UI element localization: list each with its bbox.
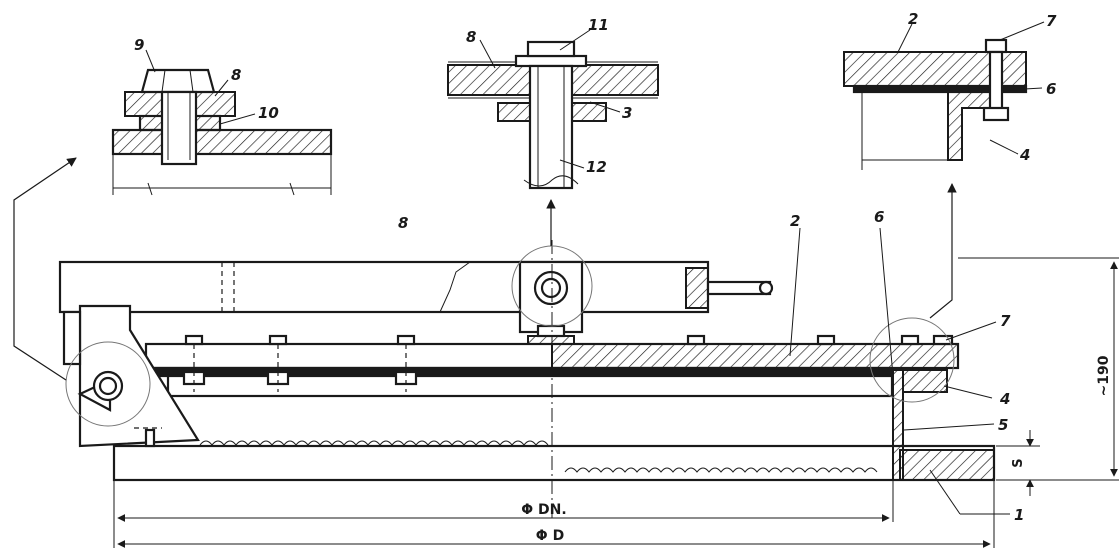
label-part-7-main: 7 [1000, 312, 1011, 330]
dimension-thickness: S [1011, 458, 1026, 467]
label-part-8-detail-mid: 8 [466, 28, 476, 46]
callout-circle-left [65, 341, 151, 427]
label-part-1: 1 [1014, 506, 1024, 524]
label-part-8-main: 8 [398, 214, 408, 232]
dimension-lines [113, 257, 1119, 548]
callout-circle-right [869, 317, 955, 403]
label-part-3: 3 [622, 104, 632, 122]
arrow-to-flange-detail [929, 183, 957, 319]
label-part-6-main: 6 [874, 208, 884, 226]
label-part-4-main: 4 [999, 390, 1010, 408]
dimension-outer-diameter: Φ D [536, 528, 564, 544]
label-part-7-detail: 7 [1046, 12, 1057, 30]
main-assembly [58, 240, 996, 520]
label-part-5: 5 [998, 416, 1008, 434]
arrow-to-bolt-detail [13, 157, 77, 381]
callout-circle-center [511, 245, 593, 327]
label-part-12: 12 [586, 158, 607, 176]
dimension-height: ~190 [1096, 355, 1112, 396]
label-part-10: 10 [258, 104, 279, 122]
cover-bolts [182, 334, 954, 392]
detail-pin [447, 29, 659, 190]
label-part-4-detail: 4 [1019, 146, 1030, 164]
label-part-11: 11 [588, 16, 609, 34]
label-part-8-detail-left: 8 [231, 66, 241, 84]
label-part-2-detail: 2 [908, 10, 918, 28]
detail-flange-bolt [843, 21, 1045, 170]
label-part-6-detail: 6 [1046, 80, 1056, 98]
label-part-9: 9 [134, 36, 144, 54]
dimension-inner-diameter: Φ DN. [521, 502, 566, 518]
label-part-2-main: 2 [790, 212, 800, 230]
detail-bolt-nut [111, 49, 333, 196]
